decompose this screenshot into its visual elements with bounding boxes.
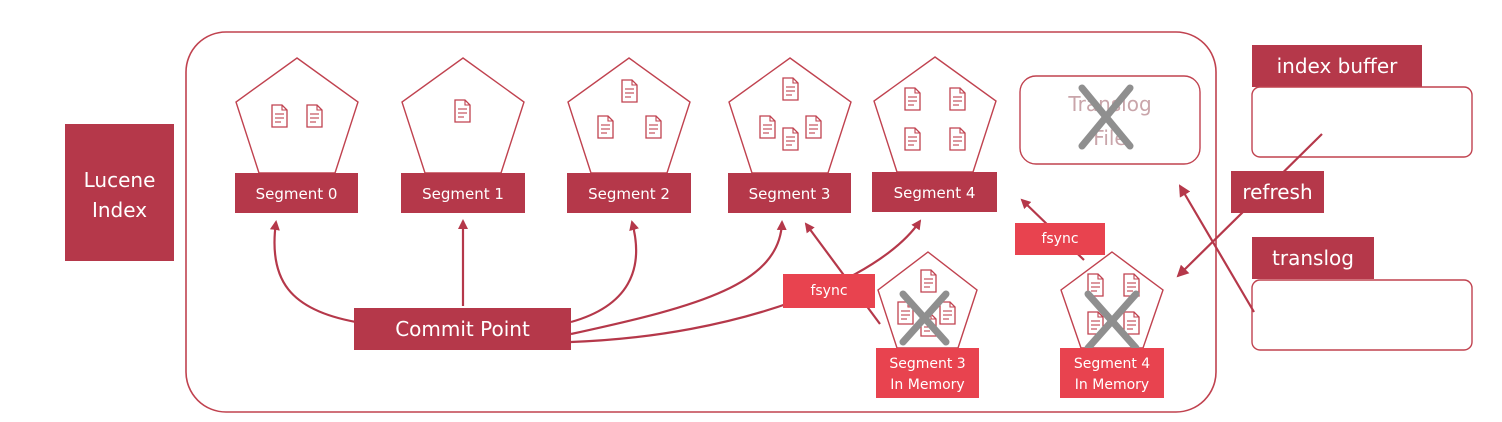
commit-point-label: Commit Point [395, 317, 530, 341]
segment-0-pentagon [235, 57, 359, 174]
segment-1-label: Segment 1 [422, 185, 504, 203]
segment-3-label: Segment 3 [749, 185, 831, 203]
segment-3-memory-line2: In Memory [890, 377, 964, 393]
lucene-label-line1: Lucene [84, 168, 156, 192]
cross-icon [899, 290, 950, 346]
segment-4-label: Segment 4 [894, 184, 976, 202]
document-icon [454, 99, 471, 123]
document-icon [904, 87, 921, 111]
segment-4-pentagon [873, 56, 997, 173]
document-icon [1123, 311, 1140, 335]
document-icon [271, 104, 288, 128]
commit-arrow-segment-2 [570, 220, 639, 324]
translog-box [1251, 279, 1473, 351]
translog-arrow-to-translog-file [1178, 184, 1255, 313]
document-icon [782, 77, 799, 101]
lucene-index-box [65, 124, 174, 261]
segment-2-pentagon [567, 57, 691, 174]
document-icon [759, 115, 776, 139]
document-icon [782, 127, 799, 151]
segment-0-label-box [235, 173, 358, 213]
document-icon [306, 104, 323, 128]
lucene-index-container [185, 31, 1217, 413]
cross-icon [1084, 290, 1140, 352]
fsync-label-box-left [783, 274, 875, 308]
segment-4-label-box [872, 172, 997, 212]
commit-arrow-segment-0 [269, 220, 357, 324]
lucene-label-line2: Index [92, 198, 147, 222]
commit-arrow-segment-3 [570, 220, 787, 336]
segment-4-memory-line2: In Memory [1075, 377, 1149, 393]
translog-label: translog [1272, 246, 1354, 270]
document-icon [645, 115, 662, 139]
document-icon [939, 301, 956, 325]
index-buffer-label-box [1252, 45, 1422, 87]
segment-2-label: Segment 2 [588, 185, 670, 203]
document-icon [805, 115, 822, 139]
segment-2-label-box [567, 173, 691, 213]
segment-4-memory-pentagon [1060, 251, 1164, 349]
segment-4-memory-label-box [1060, 348, 1164, 398]
refresh-label: refresh [1242, 180, 1312, 204]
document-icon [621, 79, 638, 103]
fsync-label-left: fsync [810, 283, 847, 299]
document-icon [904, 127, 921, 151]
segment-3-label-box [728, 173, 851, 213]
cross-icon [1078, 84, 1134, 150]
segment-4-memory-line1: Segment 4 [1074, 356, 1150, 372]
commit-point-box [354, 308, 571, 350]
segment-3-memory-line1: Segment 3 [889, 356, 965, 372]
index-buffer-label: index buffer [1277, 54, 1399, 78]
translog-label-box [1252, 237, 1374, 279]
document-icon [920, 269, 937, 293]
segment-0-label: Segment 0 [256, 185, 338, 203]
fsync-label-box-right [1015, 223, 1105, 255]
index-buffer-box [1251, 86, 1473, 158]
segment-3-pentagon [728, 57, 852, 174]
segment-3-memory-label-box [876, 348, 979, 398]
segment-1-label-box [401, 173, 525, 213]
document-icon [949, 127, 966, 151]
document-icon [949, 87, 966, 111]
fsync-label-right: fsync [1041, 231, 1078, 247]
refresh-label-box [1231, 171, 1324, 213]
document-icon [597, 115, 614, 139]
